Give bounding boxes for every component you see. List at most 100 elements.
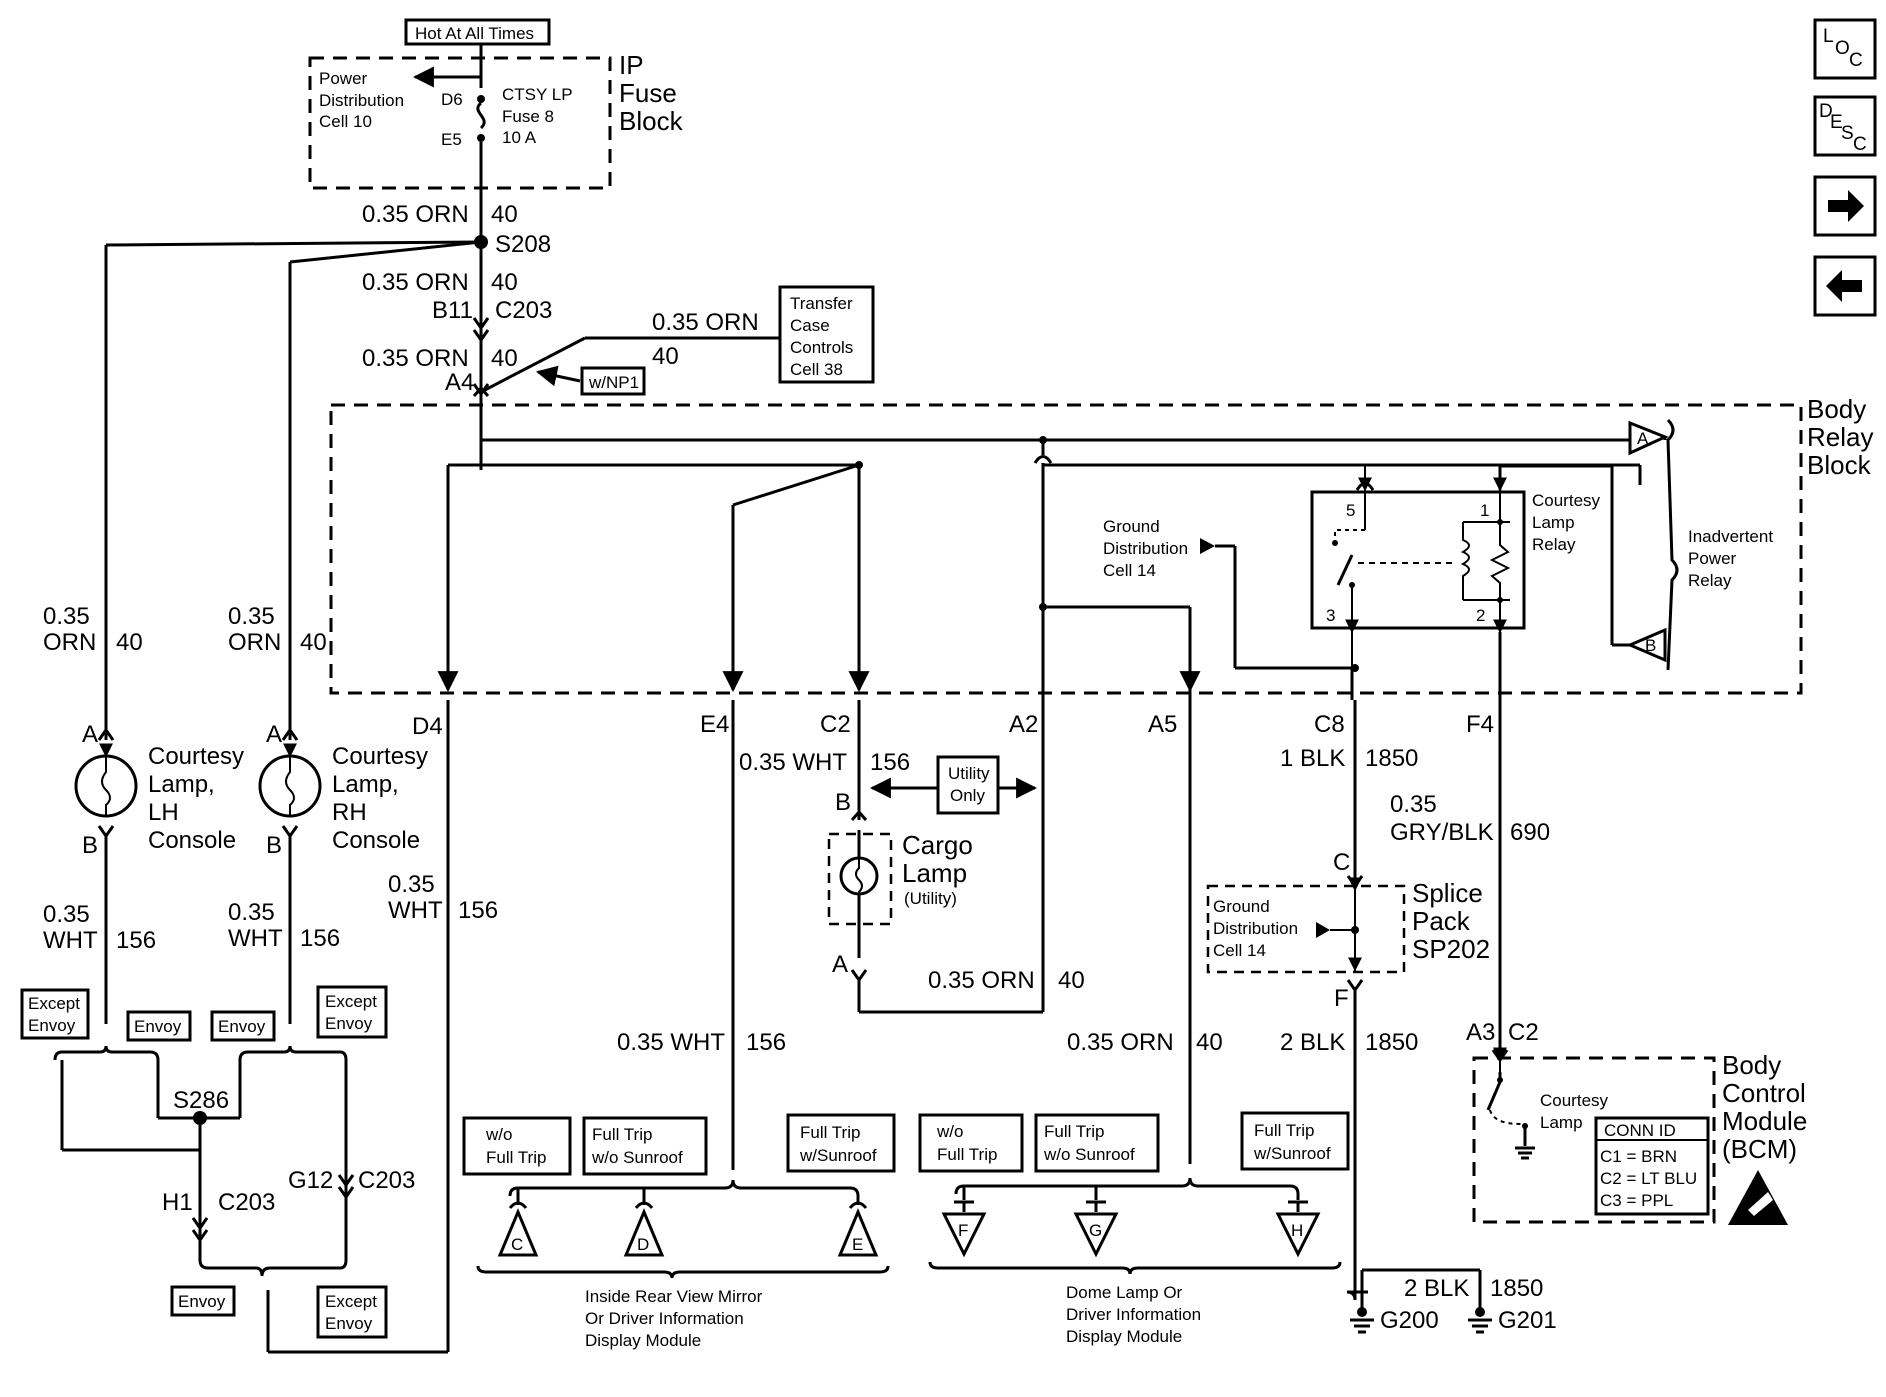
hot-at-all-times-box (404, 18, 551, 46)
except-envoy-3b: Envoy (325, 1314, 373, 1333)
wnp1-box (580, 366, 646, 396)
splice-pack-outline (1206, 884, 1406, 974)
ip-line3: Block (619, 106, 684, 136)
c8-wire: 1 BLK (1280, 745, 1345, 772)
bcm-outline (1472, 1056, 1716, 1224)
gd-line3: Cell 14 (1103, 561, 1156, 580)
g-wire: 2 BLK (1404, 1275, 1469, 1302)
resistor-icon (1489, 522, 1511, 600)
wo-ft-1a: w/o (485, 1125, 512, 1144)
rh-wht-size: 0.35 (228, 899, 275, 926)
clr-line2: Lamp (1532, 513, 1575, 532)
e4-circ: 156 (746, 1029, 786, 1056)
lh-wht: WHT (43, 927, 98, 954)
inadvertent-bracket (1666, 418, 1679, 671)
lh-label1: Courtesy (148, 743, 244, 770)
pin-d6: D6 (441, 90, 463, 109)
c203-h1: C203 (218, 1189, 275, 1216)
body-relay-block-outline (329, 403, 1803, 695)
g200-ground-icon (1350, 1307, 1374, 1334)
loc-c: C (1849, 50, 1863, 71)
hot-label: Hot At All Times (415, 24, 534, 43)
ft-wo-sr-2b: w/o Sunroof (1043, 1145, 1135, 1164)
rh-pin-a: A (266, 721, 282, 748)
s208-label: S208 (495, 231, 551, 258)
mod-c: C (511, 1235, 523, 1254)
rh-wht: WHT (228, 925, 283, 952)
ft-sr-1b: w/Sunroof (799, 1146, 877, 1165)
envoy-2: Envoy (218, 1017, 266, 1036)
envoy-3: Envoy (178, 1292, 226, 1311)
ft-sr-2a: Full Trip (1254, 1121, 1314, 1140)
envoy-1: Envoy (134, 1017, 182, 1036)
except-envoy-box-3 (316, 1285, 388, 1339)
brb-line3: Block (1807, 450, 1872, 480)
except-envoy-1a: Except (28, 994, 80, 1013)
ft-wo-sr-1a: Full Trip (592, 1125, 652, 1144)
a2-wire: 0.35 ORN (928, 967, 1035, 994)
loc-button[interactable]: L O C (1813, 18, 1877, 80)
mirror-line1: Inside Rear View Mirror (585, 1287, 763, 1306)
rh-circ: 40 (300, 629, 327, 656)
relay-pin-5: 5 (1346, 501, 1355, 520)
circuit-40-4: 40 (652, 343, 679, 370)
prev-button[interactable] (1813, 255, 1877, 317)
pin-g12: G12 (288, 1167, 333, 1194)
lh-label2: Lamp, (148, 771, 215, 798)
relay-pin-2: 2 (1476, 606, 1485, 625)
cargo-lamp-outline (827, 832, 893, 926)
c2-circ: 156 (870, 749, 910, 776)
f4-size: 0.35 (1390, 791, 1437, 818)
splice-c: C (1333, 849, 1350, 876)
mirror-line2: Or Driver Information (585, 1309, 744, 1328)
lh-pin-b: B (82, 832, 98, 859)
brb-line1: Body (1807, 394, 1866, 424)
wire-0.35-orn-3: 0.35 ORN (362, 345, 469, 372)
fuse-icon (476, 101, 486, 130)
fuse-line2: Fuse 8 (502, 107, 554, 126)
s286-label: S286 (173, 1087, 229, 1114)
g201-ground-icon (1468, 1307, 1492, 1334)
splice-s286 (193, 1111, 207, 1125)
conn-c2: C2 = LT BLU (1600, 1169, 1697, 1188)
tcc-line2: Case (790, 316, 830, 335)
lh-label3: LH (148, 799, 179, 826)
except-envoy-box-1 (20, 988, 90, 1040)
switch-icon (1336, 554, 1354, 586)
wire-0.35-orn-4: 0.35 ORN (652, 309, 759, 336)
g200-label: G200 (1380, 1307, 1439, 1334)
rh-pin-b: B (266, 832, 282, 859)
desc-button[interactable]: D E S C (1813, 95, 1877, 157)
tcc-line1: Transfer (790, 294, 853, 313)
splice-f: F (1334, 985, 1349, 1012)
cargo-label2: Lamp (902, 858, 967, 888)
a5-circ: 40 (1196, 1029, 1223, 1056)
rh-label1: Courtesy (332, 743, 428, 770)
sp-gd-1: Ground (1213, 897, 1270, 916)
conn-id-title: CONN ID (1604, 1121, 1676, 1140)
utility-line1: Utility (948, 764, 990, 783)
lh-size: 0.35 (43, 603, 90, 630)
fuse-line3: 10 A (502, 128, 537, 147)
utility-only-box (936, 755, 1000, 815)
courtesy-lamp-relay (1310, 490, 1526, 630)
next-button[interactable] (1813, 175, 1877, 237)
ft-wo-sr-2a: Full Trip (1044, 1122, 1104, 1141)
envoy-box-3 (170, 1285, 236, 1317)
mod-h: H (1291, 1221, 1303, 1240)
lh-color: ORN (43, 629, 96, 656)
gd-line2: Distribution (1103, 539, 1188, 558)
pin-f4: F4 (1466, 711, 1494, 738)
pdc-line3: Cell 10 (319, 112, 372, 131)
pdc-line1: Power (319, 69, 368, 88)
pin-e4: E4 (700, 711, 729, 738)
f4-color: GRY/BLK (1390, 819, 1494, 846)
pin-a4: A4 (445, 369, 474, 396)
loc-b: O (1835, 38, 1850, 59)
circuit-40-3: 40 (491, 345, 518, 372)
bcm-line4: (BCM) (1722, 1134, 1797, 1164)
transfer-case-box (778, 285, 875, 384)
tcc-line3: Controls (790, 338, 853, 357)
cargo-label3: (Utility) (904, 889, 957, 908)
